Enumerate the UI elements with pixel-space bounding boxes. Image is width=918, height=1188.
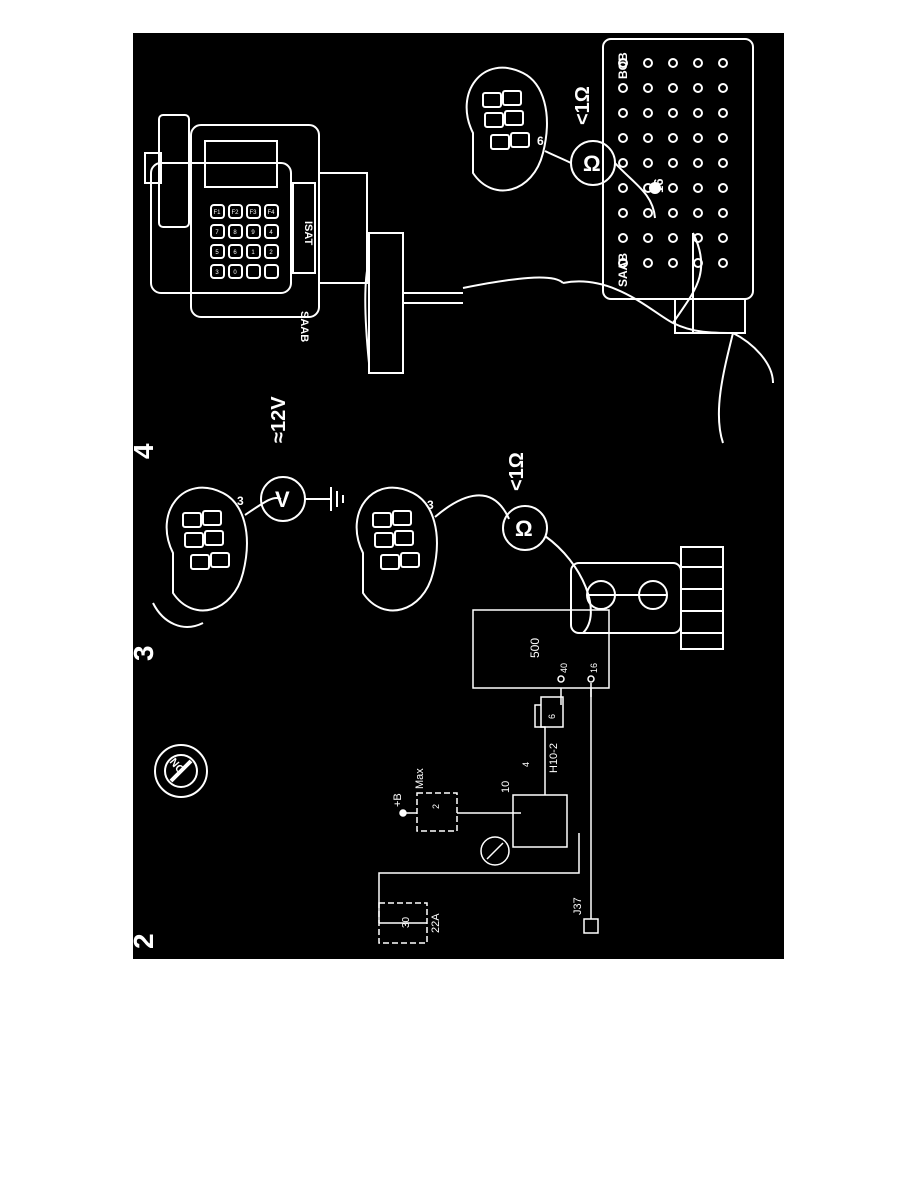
relay-label: Max bbox=[414, 768, 426, 789]
fuse-label: 22A bbox=[430, 913, 442, 933]
lamp-unit bbox=[570, 546, 724, 650]
tester-key-label: F1 bbox=[213, 210, 221, 216]
bob-pin-label: 16 bbox=[651, 179, 666, 193]
tester-key-label: 3 bbox=[215, 270, 219, 276]
relay-pin-label: 2 bbox=[431, 804, 441, 809]
ohmmeter-2-symbol: Ω bbox=[583, 151, 601, 176]
bob-cable-connector bbox=[674, 298, 746, 334]
probe-wire-voltmeter bbox=[244, 497, 282, 516]
step-3-label: 3 bbox=[133, 645, 159, 661]
voltmeter-symbol: V bbox=[275, 487, 290, 512]
resistance-value-2: <1Ω bbox=[572, 86, 594, 125]
tester-brand: SAAB bbox=[298, 311, 310, 342]
tester-key-label: F4 bbox=[267, 210, 275, 216]
tester-key-label: 5 bbox=[215, 250, 219, 256]
tester-key-label: F2 bbox=[231, 210, 239, 216]
probe-wire-ohm-2b bbox=[614, 162, 656, 219]
diagram-svg: 2 3 4 SAAB ISAT ON V ≈12V Ω <1Ω Ω <1Ω 3 … bbox=[133, 38, 774, 949]
pin-4-label: 4 bbox=[521, 762, 531, 767]
probe-wire-ohm-1 bbox=[434, 494, 510, 520]
tester-key-label: 8 bbox=[233, 230, 237, 236]
step-4-label: 4 bbox=[133, 443, 159, 459]
ohmmeter-icon bbox=[502, 505, 548, 551]
ecu-pin-40-label: 40 bbox=[559, 663, 569, 673]
connector-3b bbox=[355, 486, 438, 612]
fuse-number: 30 bbox=[401, 916, 412, 928]
tester-key-label: 9 bbox=[251, 230, 255, 236]
switch-label: 10 bbox=[500, 781, 512, 793]
pin-3b-label: 3 bbox=[427, 498, 434, 512]
tester-key-label: 4 bbox=[269, 230, 273, 236]
pin-6-label: 6 bbox=[537, 134, 544, 148]
wiring-schematic bbox=[378, 609, 610, 944]
tester-key-label: 0 bbox=[233, 270, 237, 276]
tester-key-label: 2 bbox=[269, 250, 273, 256]
resistance-value: <1Ω bbox=[506, 452, 528, 491]
tester-key-label: 6 bbox=[233, 250, 237, 256]
connector-4 bbox=[465, 66, 548, 192]
connector-h10-label: H10-2 bbox=[548, 743, 560, 773]
connector-3a bbox=[152, 486, 248, 628]
tester-key-label: 1 bbox=[251, 250, 255, 256]
probe-wire-ohm-1b bbox=[544, 535, 592, 634]
ecu-pin-16-label: 16 bbox=[589, 663, 599, 673]
tester-key-label: 7 bbox=[215, 230, 219, 236]
tester-model: ISAT bbox=[302, 221, 314, 246]
tester-keypad bbox=[210, 204, 279, 279]
ground-symbol-icon bbox=[330, 487, 344, 511]
connector-pin-label: 6 bbox=[547, 714, 557, 719]
bob-brand-label: SAAB bbox=[616, 253, 630, 287]
probe-wire-ohm-2 bbox=[544, 150, 572, 164]
pin-3a-label: 3 bbox=[237, 494, 244, 508]
ground-label: J37 bbox=[572, 897, 584, 915]
harness-cable bbox=[364, 232, 774, 444]
diagram-panel: 2 3 4 SAAB ISAT ON V ≈12V Ω <1Ω Ω <1Ω 3 … bbox=[133, 33, 784, 959]
tester-key-label: F3 bbox=[249, 210, 257, 216]
break-out-box bbox=[602, 38, 754, 300]
ecu-label: 500 bbox=[528, 638, 542, 658]
ignition-switch-icon bbox=[154, 744, 208, 798]
battery-label: +B bbox=[392, 793, 404, 807]
step-2-label: 2 bbox=[133, 933, 159, 949]
voltage-value: ≈12V bbox=[268, 396, 290, 443]
ohmmeter-symbol: Ω bbox=[515, 516, 533, 541]
bob-label: BOB bbox=[616, 52, 630, 79]
control-module bbox=[150, 162, 368, 294]
